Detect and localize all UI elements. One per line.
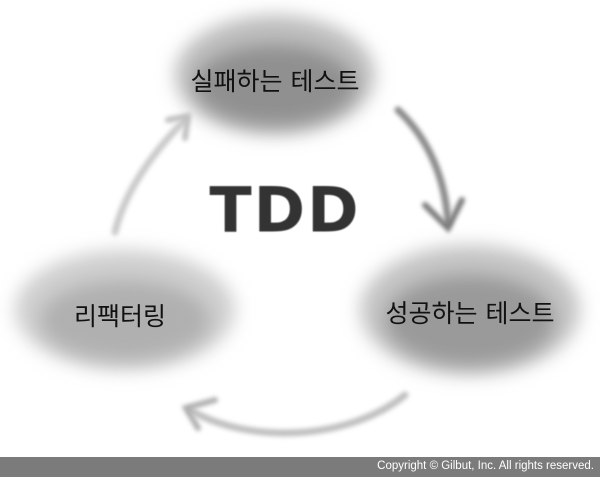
blob-refactoring	[15, 250, 235, 370]
arrow-fail-to-pass	[394, 106, 452, 226]
blob-passing-test	[360, 245, 580, 375]
blob-failing-test	[175, 15, 375, 135]
copyright-bar: Copyright © Gilbut, Inc. All rights rese…	[0, 457, 600, 477]
node-refactoring: 리팩터링	[73, 302, 167, 331]
node-failing-test: 실패하는 테스트	[190, 67, 360, 96]
arrow-refactor-to-fail	[111, 116, 189, 236]
copyright-text: Copyright © Gilbut, Inc. All rights rese…	[377, 460, 594, 472]
arrow-pass-to-refactor	[186, 391, 409, 437]
tdd-title: TDD	[209, 173, 361, 247]
node-passing-test: 성공하는 테스트	[385, 299, 555, 328]
